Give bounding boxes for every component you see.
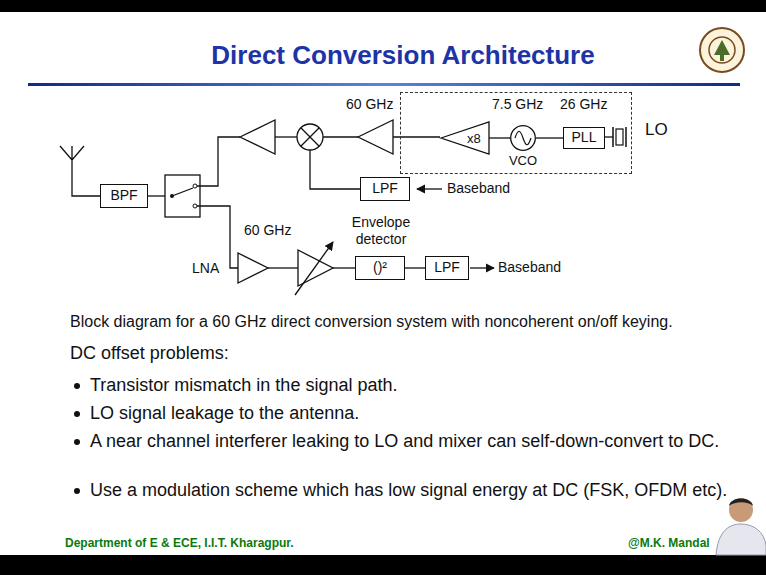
- node-text: BPF: [110, 188, 137, 203]
- wire: [200, 137, 240, 186]
- wire: [275, 136, 297, 137]
- bullet-text: Transistor mismatch in the signal path.: [90, 375, 750, 396]
- switch-contact: [193, 184, 197, 188]
- triangle-shape: [441, 122, 489, 154]
- wire: [323, 136, 358, 137]
- presenter-body: [716, 524, 766, 555]
- lo-group-box: LOx8VCOPLL: [400, 92, 632, 174]
- wire: [200, 206, 238, 268]
- wire: [197, 186, 200, 206]
- bullet-dot: [74, 488, 80, 494]
- amplifier-symbol: [240, 120, 275, 154]
- section-heading: DC offset problems:: [70, 343, 229, 365]
- switch-box: [165, 175, 200, 217]
- node-text: LPF: [372, 181, 398, 196]
- circle-shape: [511, 126, 536, 151]
- logo-emblem: [714, 40, 730, 61]
- filter-box: LPF: [425, 256, 469, 280]
- antenna-symbol: [60, 146, 100, 196]
- circle-outline: [510, 125, 536, 151]
- detector-box: ()²: [355, 256, 405, 280]
- switch-contact: [193, 204, 197, 208]
- block-name: Envelope detector: [343, 214, 419, 248]
- multiplier-triangle: x8: [441, 122, 489, 154]
- vga-symbol: [298, 250, 333, 286]
- bullet-text: Use a modulation scheme which has low si…: [90, 480, 750, 501]
- frequency-label: 60 GHz: [346, 96, 393, 113]
- node-text: LPF: [434, 260, 460, 275]
- signal-name: Baseband: [447, 180, 510, 197]
- wire: [310, 150, 360, 189]
- pll-box: PLL: [563, 127, 605, 149]
- bullet-text: A near channel interferer leaking to LO …: [90, 431, 750, 452]
- mixer-symbol: [297, 124, 323, 150]
- bullet-dot: [74, 439, 80, 445]
- node-text: VCO: [509, 153, 537, 168]
- buffer-symbol: [358, 120, 393, 154]
- footer-text: @M.K. Mandal: [628, 536, 710, 550]
- output-arrow: [470, 267, 494, 268]
- frequency-label: 60 GHz: [244, 222, 291, 239]
- presenter-head: [729, 498, 753, 522]
- connector-wire: [536, 137, 563, 138]
- bullet-dot: [74, 411, 80, 417]
- presenter-hair: [729, 499, 753, 507]
- block-name: LNA: [192, 260, 219, 277]
- bullet-text: LO signal leakage to the antenna.: [90, 403, 750, 424]
- top-bar: [0, 0, 766, 12]
- title-rule: [28, 83, 740, 86]
- triangle-outline: [441, 122, 489, 154]
- footer-text: Department of E & ECE, I.I.T. Kharagpur.: [65, 536, 294, 550]
- output-arrow: [417, 188, 442, 189]
- node-text: x8: [467, 131, 481, 146]
- node-text: LO: [645, 120, 668, 140]
- mixer-cross: [301, 128, 319, 146]
- institute-logo: [700, 28, 744, 72]
- crystal-symbol: [616, 129, 623, 145]
- node-text: ()²: [373, 260, 387, 275]
- slide-title: Direct Conversion Architecture: [40, 40, 766, 71]
- switch-blade: [172, 188, 193, 196]
- node-text: PLL: [572, 130, 597, 145]
- logo-ring: [709, 37, 735, 63]
- vco-circle: VCO: [510, 125, 536, 151]
- wire: [604, 136, 613, 137]
- lna-symbol: [238, 253, 268, 283]
- filter-box: BPF: [100, 184, 148, 208]
- figure-caption: Block diagram for a 60 GHz direct conver…: [70, 312, 673, 331]
- filter-box: LPF: [360, 177, 410, 201]
- connector-wire: [489, 137, 510, 138]
- bottom-bar: [0, 555, 766, 575]
- frequency-label: 7.5 GHz: [492, 96, 543, 113]
- crystal-plate: [613, 127, 626, 147]
- bullet-dot: [74, 383, 80, 389]
- connector-wire: [405, 267, 425, 268]
- sine-symbol: [515, 131, 531, 145]
- wire: [148, 195, 165, 196]
- wire: [268, 267, 298, 268]
- frequency-label: 26 GHz: [560, 96, 607, 113]
- wire: [333, 267, 355, 268]
- variable-gain-arrow: [295, 242, 333, 295]
- signal-name: Baseband: [498, 259, 561, 276]
